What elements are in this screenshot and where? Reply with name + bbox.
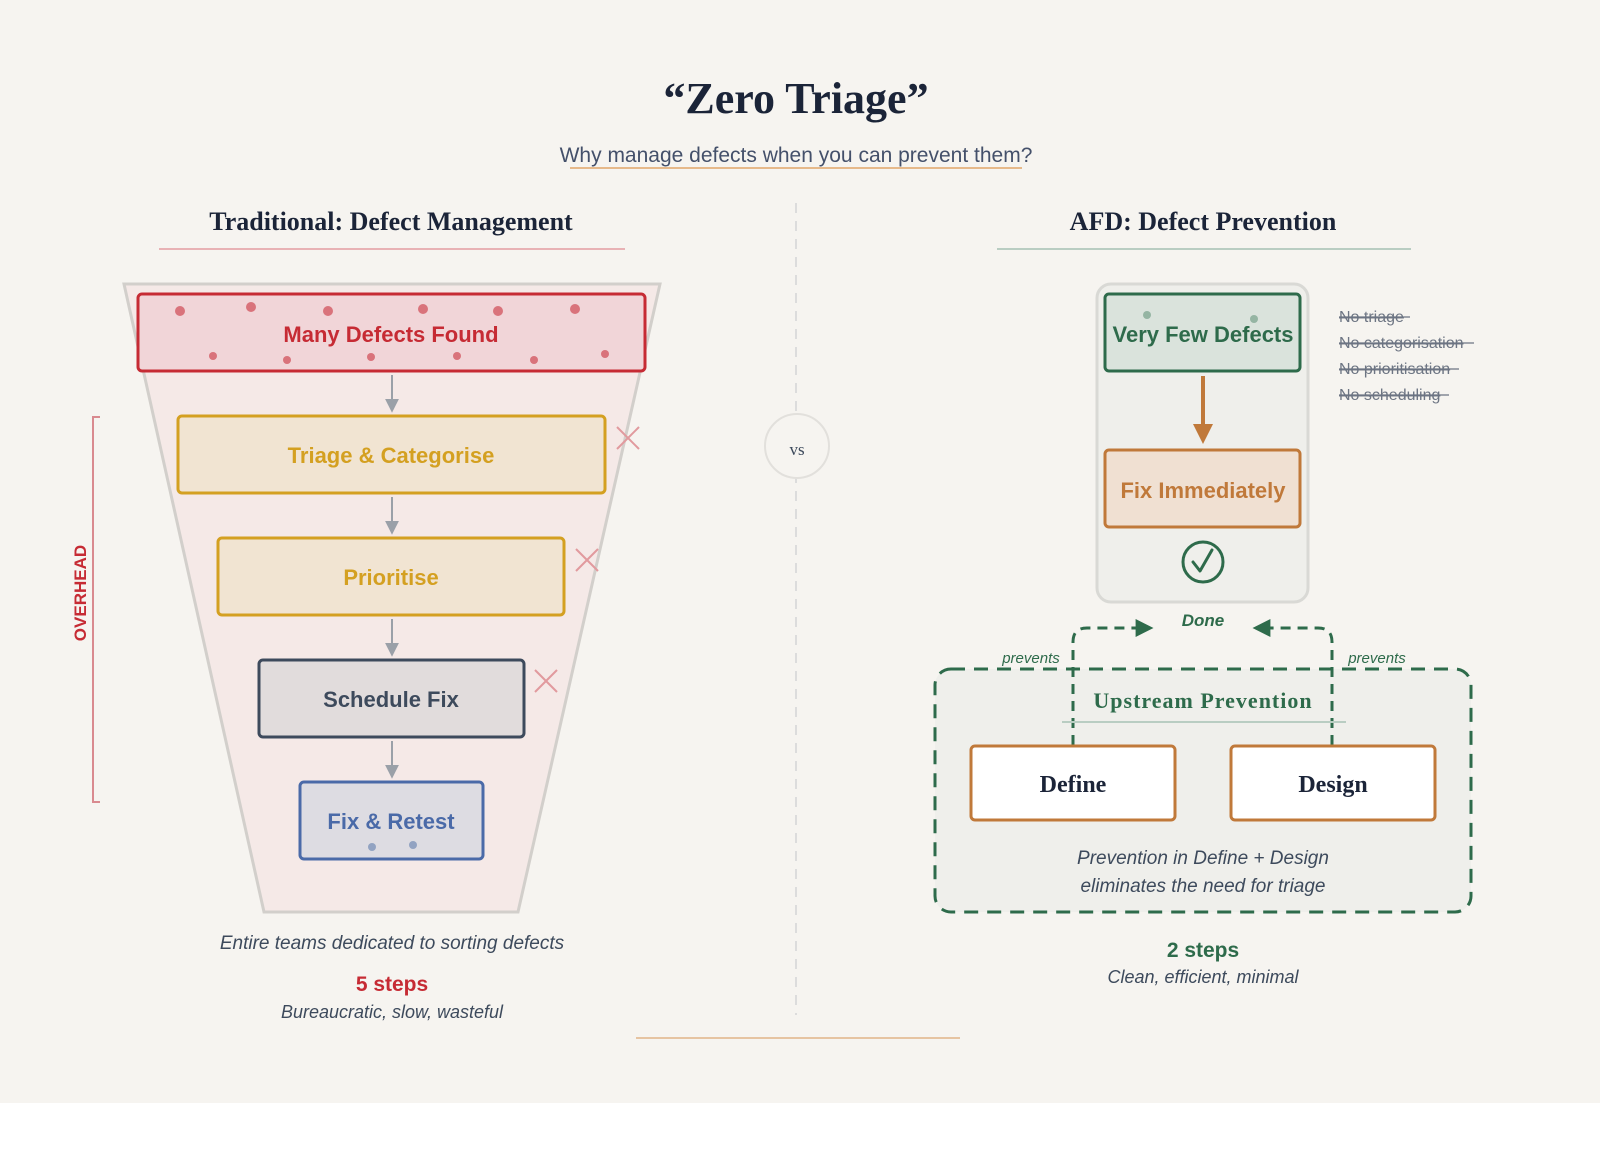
- afd-summary: Clean, efficient, minimal: [1107, 967, 1299, 987]
- traditional-caption: Entire teams dedicated to sorting defect…: [220, 933, 565, 954]
- diagram-svg: “Zero Triage” Why manage defects when yo…: [71, 74, 1474, 1039]
- traditional-summary: Bureaucratic, slow, wasteful: [281, 1002, 504, 1022]
- page-subtitle: Why manage defects when you can prevent …: [560, 144, 1033, 167]
- fix-immediately-label: Fix Immediately: [1120, 478, 1286, 503]
- struck-list: No triage No categorisation No prioritis…: [1339, 309, 1474, 404]
- step-many-defects-label: Many Defects Found: [283, 322, 498, 347]
- fix-immediately-box: [1103, 448, 1302, 529]
- vs-label: vs: [789, 440, 804, 459]
- triage-cross-icon: [616, 426, 640, 450]
- step-triage-label: Triage & Categorise: [288, 443, 495, 468]
- define-box: [969, 744, 1177, 822]
- step-fix-retest-label: Fix & Retest: [327, 809, 455, 834]
- define-label: Define: [1040, 772, 1107, 798]
- design-box: [1229, 744, 1437, 822]
- defect-dots: [175, 302, 609, 364]
- design-label: Design: [1298, 772, 1367, 798]
- upstream-title-bg: [1090, 685, 1316, 715]
- schedule-cross-icon: [534, 669, 558, 693]
- prevents-arrow-right: [1252, 619, 1334, 745]
- done-label: Done: [1182, 611, 1225, 630]
- prevention-note-line-2: eliminates the need for triage: [1080, 876, 1325, 897]
- diagram-canvas: “Zero Triage” Why manage defects when yo…: [0, 0, 1600, 1103]
- upstream-prevention-container: [933, 667, 1473, 914]
- upstream-title: Upstream Prevention: [1093, 688, 1312, 713]
- traditional-step-count: 5 steps: [356, 973, 428, 996]
- step-many-defects-box: [136, 292, 647, 373]
- step-schedule-label: Schedule Fix: [323, 687, 459, 712]
- overhead-label: OVERHEAD: [71, 545, 90, 641]
- prevention-note-line-1: Prevention in Define + Design: [1077, 848, 1329, 869]
- few-defects-dot: [1143, 311, 1151, 319]
- step-fix-retest-box: [298, 780, 485, 861]
- overhead-bracket: [92, 416, 100, 803]
- few-defects-dot: [1250, 315, 1258, 323]
- vs-circle: [764, 413, 830, 479]
- step-prioritise-box: [216, 536, 566, 617]
- afd-step-count: 2 steps: [1167, 939, 1239, 962]
- fix-retest-dot: [368, 843, 376, 851]
- check-circle-icon: [1181, 540, 1225, 584]
- fix-retest-dot: [409, 841, 417, 849]
- step-schedule-box: [257, 658, 526, 739]
- prevents-label-left: prevents: [1001, 650, 1060, 667]
- few-defects-label: Very Few Defects: [1113, 322, 1294, 347]
- page-title: “Zero Triage”: [663, 74, 928, 123]
- prioritise-cross-icon: [575, 548, 599, 572]
- traditional-heading: Traditional: Defect Management: [209, 207, 573, 236]
- step-triage-box: [176, 414, 607, 495]
- prevents-arrow-left: [1071, 619, 1154, 745]
- prevents-label-right: prevents: [1347, 650, 1406, 667]
- few-defects-box: [1103, 292, 1302, 373]
- afd-heading: AFD: Defect Prevention: [1070, 207, 1337, 236]
- step-prioritise-label: Prioritise: [343, 565, 438, 590]
